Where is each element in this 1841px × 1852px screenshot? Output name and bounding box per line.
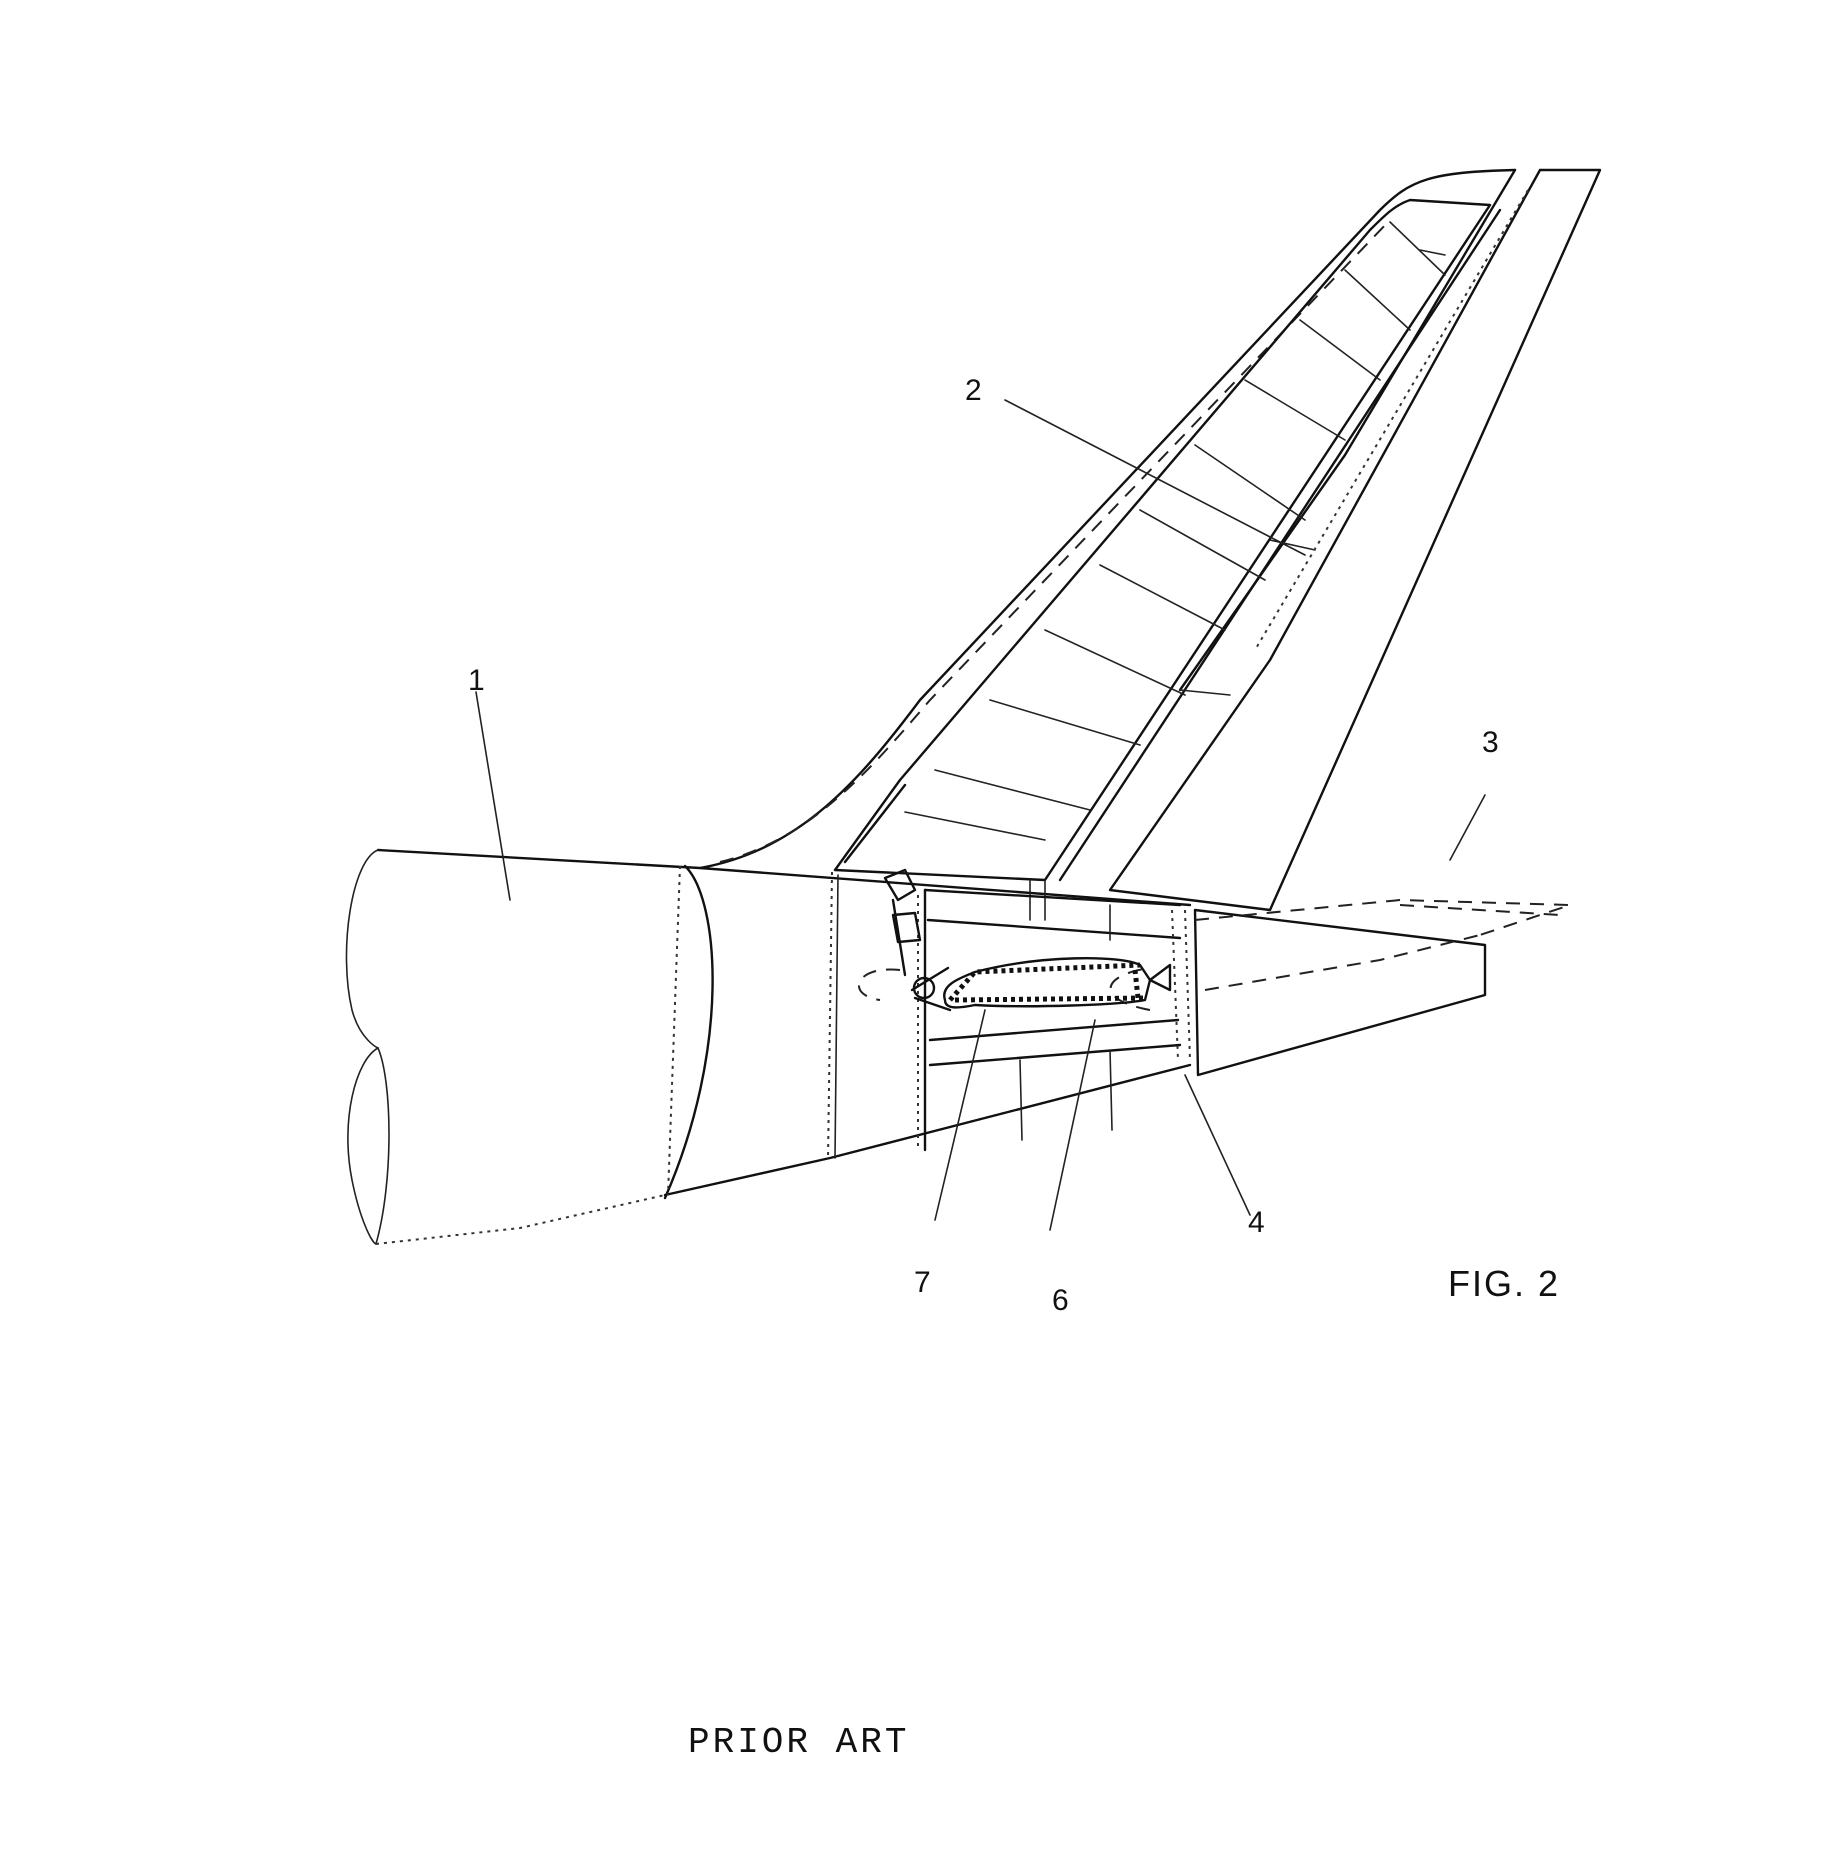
ref-numeral-1: 1 (468, 664, 485, 697)
ref-numeral-6: 6 (1052, 1284, 1069, 1317)
ref-numeral-2: 2 (965, 374, 982, 407)
internal-structure (858, 868, 1191, 1152)
ref-numeral-7: 7 (914, 1266, 931, 1299)
ref-numeral-4: 4 (1248, 1206, 1265, 1239)
fuselage-section (345, 848, 1192, 1245)
figure-caption: FIG. 2 (1448, 1263, 1560, 1304)
horizontal-stabilizer (1109, 898, 1571, 1077)
leader-lines (475, 399, 1486, 1231)
ref-numeral-3: 3 (1482, 726, 1499, 759)
prior-art-label: PRIOR ART (688, 1722, 909, 1763)
vertical-stabilizer (698, 168, 1602, 921)
